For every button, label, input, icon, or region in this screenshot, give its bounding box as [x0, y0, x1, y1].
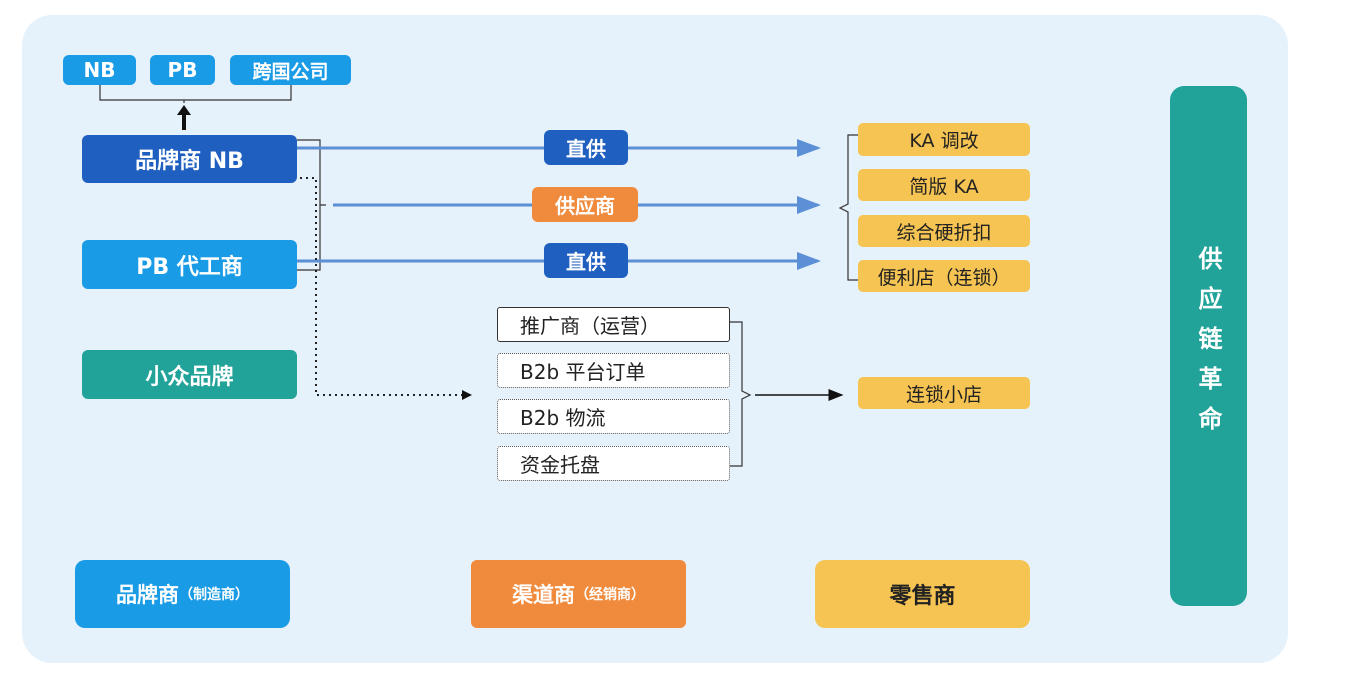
- source-pb: PB 代工商: [82, 240, 297, 289]
- service-b2b-orders: B2b 平台订单: [497, 353, 730, 388]
- service-funding: 资金托盘: [497, 446, 730, 481]
- channel-direct-1: 直供: [544, 130, 628, 165]
- legend-brand-label: 品牌商: [116, 583, 179, 607]
- retail-hard-discount: 综合硬折扣: [858, 215, 1030, 247]
- channel-direct-2: 直供: [544, 243, 628, 278]
- tag-nb: NB: [63, 55, 136, 85]
- retail-convenience: 便利店（连锁）: [858, 260, 1030, 292]
- source-bracket: [297, 139, 326, 271]
- dotted-arrow: [300, 177, 466, 396]
- top-brace: [99, 85, 292, 103]
- legend-channel-label: 渠道商: [512, 583, 575, 607]
- source-nb: 品牌商 NB: [82, 135, 297, 183]
- service-brace: [730, 321, 752, 467]
- retail-brace: [838, 134, 858, 281]
- side-title: 供应链革命: [1170, 86, 1247, 606]
- service-b2b-logistics: B2b 物流: [497, 399, 730, 434]
- legend-brand: 品牌商（制造商）: [75, 560, 290, 628]
- legend-channel-sub: （经销商）: [575, 587, 645, 603]
- legend-retailer: 零售商: [815, 560, 1030, 628]
- channel-supplier: 供应商: [532, 187, 638, 222]
- retail-ka-reform: KA 调改: [858, 123, 1030, 156]
- tag-pb: PB: [150, 55, 215, 85]
- legend-channel: 渠道商（经销商）: [471, 560, 686, 628]
- retail-simple-ka: 简版 KA: [858, 169, 1030, 201]
- source-niche: 小众品牌: [82, 350, 297, 399]
- legend-brand-sub: （制造商）: [179, 587, 249, 603]
- service-promoter: 推广商（运营）: [497, 307, 730, 342]
- tag-multinational: 跨国公司: [230, 55, 351, 85]
- retail-small-chain-store: 连锁小店: [858, 377, 1030, 409]
